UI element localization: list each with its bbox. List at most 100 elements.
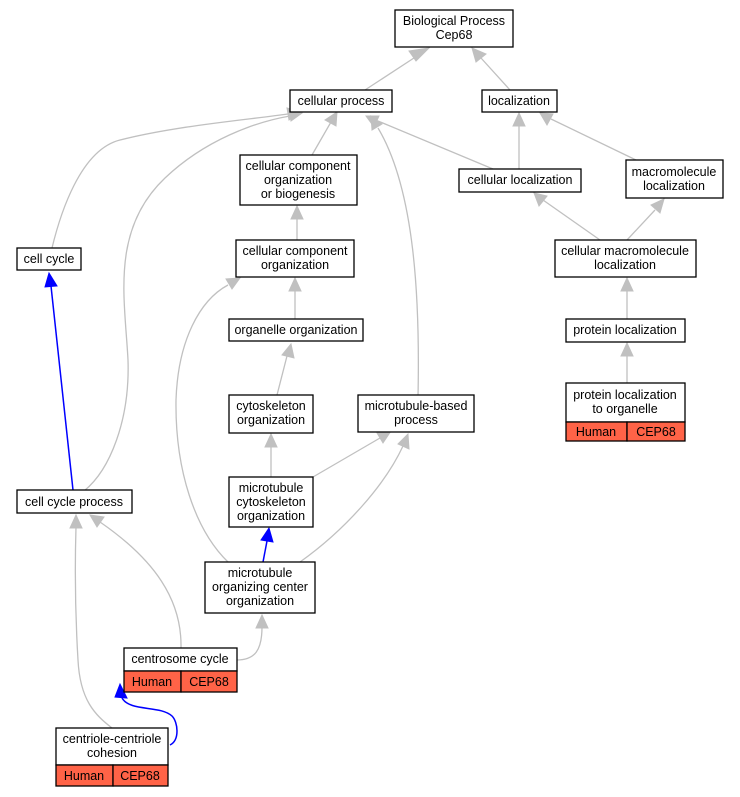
node-cytoskeleton-organization[interactable]: cytoskeleton organization [228,394,314,434]
edge-arrowhead [397,432,410,450]
node-localization[interactable]: localization [481,89,558,113]
edge-cytoskeleton-to-organelle-organization [276,355,288,396]
edge-arrowhead [408,47,431,62]
node-label: cytoskeleton [236,495,306,509]
node-cellular-macromolecule-localization[interactable]: cellular macromolecule localization [554,239,697,278]
node-cell-cycle-process[interactable]: cell cycle process [16,489,133,514]
node-label: macromolecule [632,165,717,179]
node-label: or biogenesis [261,187,335,201]
edge-arrowhead [290,204,304,220]
annotation-species: Human [64,769,104,783]
node-label: cytoskeleton [236,399,306,413]
edge-arrowhead [471,47,487,63]
edge-cell-cycle-process-to-cellular-process [83,115,291,492]
edge-arrowhead [512,111,526,127]
node-label: Biological Process [403,14,505,28]
node-label: protein localization [573,388,677,402]
node-cell-cycle[interactable]: cell cycle [16,247,82,271]
node-biological-process[interactable]: Biological Process Cep68 [394,9,514,48]
graph-edges [44,47,665,746]
edge-arrowhead [225,277,242,290]
node-cellular-localization[interactable]: cellular localization [458,168,582,193]
edge-cell-cycle-process-to-cell-cycle[interactable] [50,285,74,491]
node-cellular-process[interactable]: cellular process [289,89,393,113]
node-label: organizing center [212,580,308,594]
node-cellular-component-organization[interactable]: cellular component organization [235,239,355,278]
edge-arrowhead [539,112,554,127]
edge-cml-to-macromolecule-localization [626,209,656,241]
edge-mtoc-to-cco [175,284,229,563]
node-label: centrosome cycle [131,652,228,666]
node-protein-localization[interactable]: protein localization [565,318,686,343]
edge-mco-to-microtubule-based-process [312,437,381,478]
node-organelle-organization[interactable]: organelle organization [228,318,364,342]
node-label: organization [226,594,294,608]
node-centriole-centriole-cohesion[interactable]: centriole-centriole cohesion Human CEP68 [55,727,169,787]
node-label: to organelle [592,402,657,416]
edge-microtubule-based-process-to-cellular-process [377,127,420,398]
node-label: organization [237,413,305,427]
edge-mtoc-to-mco[interactable] [262,540,268,563]
node-label: cellular process [298,94,385,108]
node-label: localization [594,258,656,272]
annotation-gene: CEP68 [120,769,160,783]
edge-cml-to-cellular-localization [542,199,601,241]
annotation-gene: CEP68 [189,675,229,689]
edge-mtoc-to-microtubule-based-process [299,445,404,563]
edge-macromolecule-localization-to-localization [550,118,637,161]
node-label: protein localization [573,323,677,337]
edge-arrowhead [260,526,274,543]
edge-ccc-to-centrosome-cycle[interactable] [121,697,178,746]
edge-arrowhead [620,276,634,292]
node-label: process [394,413,438,427]
node-microtubule-cytoskeleton-organization[interactable]: microtubule cytoskeleton organization [228,476,314,528]
edge-arrowhead [370,114,383,131]
node-protein-localization-to-organelle[interactable]: protein localization to organelle Human … [565,382,686,442]
edge-arrowhead [281,342,295,359]
edge-arrowhead [264,432,278,448]
edge-arrowhead [89,514,105,528]
node-label: centriole-centriole [63,732,162,746]
edge-ccob-to-cellular-process [311,121,332,156]
annotation-gene-cell [626,421,686,442]
node-centrosome-cycle[interactable]: centrosome cycle Human CEP68 [123,647,238,693]
node-label: cellular localization [468,173,573,187]
annotation-species: Human [576,425,616,439]
node-label: cellular component [246,159,351,173]
node-label: cell cycle [24,252,75,266]
edge-centrosome-cycle-to-mtoc [236,626,263,661]
edge-arrowhead [650,198,665,214]
edge-arrowhead [255,613,269,629]
edge-arrowhead [376,430,393,444]
node-label: cell cycle process [25,495,123,509]
edge-centrosome-cycle-to-cell-cycle-process [99,521,182,649]
node-microtubule-organizing-center-organization[interactable]: microtubule organizing center organizati… [204,561,316,614]
node-microtubule-based-process[interactable]: microtubule-based process [357,394,475,433]
edge-ccc-to-cell-cycle-process [74,526,113,729]
node-label: organization [264,173,332,187]
node-label: microtubule-based [365,399,468,413]
node-label: organelle organization [234,323,357,337]
annotation-gene: CEP68 [636,425,676,439]
node-label: localization [643,179,705,193]
edge-arrowhead [288,276,302,292]
edge-arrowhead [533,192,548,207]
node-label: microtubule [239,481,304,495]
edge-arrowhead [44,271,58,288]
annotation-gene-cell [112,764,169,787]
node-macromolecule-localization[interactable]: macromolecule localization [625,159,724,199]
node-label: cellular component [243,244,348,258]
node-label: organization [261,258,329,272]
node-label: cohesion [87,746,137,760]
node-label: localization [488,94,550,108]
edge-arrowhead [69,513,83,529]
node-cellular-component-organization-or-biogenesis[interactable]: cellular component organization or bioge… [239,154,358,206]
edge-arrowhead [620,341,634,357]
node-label: Cep68 [436,28,473,42]
node-label: organization [237,509,305,523]
edge-localization-to-root [480,57,511,91]
edge-cell-cycle-to-cellular-process [51,113,289,249]
edge-cellular-process-to-root [364,55,418,91]
edge-cellular-localization-to-cellular-process [377,120,494,170]
